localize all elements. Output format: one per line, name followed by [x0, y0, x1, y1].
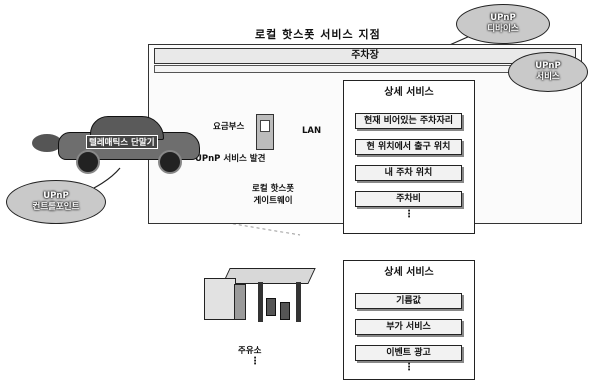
service-bottom-item-fuel-price[interactable]: 기름값	[355, 293, 462, 309]
gas-station-icon	[196, 268, 316, 330]
control-bubble-line2: 컨트롤포인트	[32, 202, 80, 212]
device-bubble-line2: 디바이스	[487, 24, 519, 34]
control-bubble-line1: UPnP	[43, 191, 69, 201]
gateway-label-line2: 게이트웨이	[253, 196, 293, 206]
service-top-item-fee[interactable]: 주차비	[355, 191, 462, 207]
service-top-item-empty-spot[interactable]: 현재 비어있는 주차자리	[355, 113, 462, 129]
diagram-title: 로컬 핫스폿 서비스 지점	[255, 28, 381, 41]
service-top-header: 상세 서비스	[384, 87, 434, 98]
service-bottom-item-extra-service[interactable]: 부가 서비스	[355, 319, 462, 335]
device-bubble-line1: UPnP	[490, 13, 516, 23]
service-box-top: 상세 서비스 현재 비어있는 주차자리 현 위치에서 출구 위치 내 주차 위치…	[343, 80, 475, 234]
service-bottom-dots: ⋮	[404, 362, 414, 373]
upnp-service-bubble: UPnP 서비스	[508, 52, 588, 92]
service-top-item-my-spot[interactable]: 내 주차 위치	[355, 165, 462, 181]
service-bottom-item-event-ad[interactable]: 이벤트 광고	[355, 345, 462, 361]
upnp-device-bubble: UPnP 디바이스	[456, 4, 550, 44]
service-top-item-exit-route[interactable]: 현 위치에서 출구 위치	[355, 139, 462, 155]
discovery-label: UPnP 서비스 발견	[195, 154, 266, 164]
gas-station-label: 주유소	[238, 346, 262, 356]
parking-header: 주차장	[154, 48, 576, 64]
service-box-bottom: 상세 서비스 기름값 부가 서비스 이벤트 광고 ⋮	[343, 260, 475, 380]
service-bubble-line2: 서비스	[536, 72, 560, 82]
gas-station-dots: ⋮	[250, 356, 260, 367]
upnp-control-point-bubble: UPnP 컨트롤포인트	[6, 180, 106, 224]
gateway-label: 로컬 핫스폿 게이트웨이	[252, 183, 294, 207]
car-label: 텔레매틱스 단말기	[86, 135, 158, 149]
service-bubble-line1: UPnP	[535, 61, 561, 71]
service-bottom-header: 상세 서비스	[384, 267, 434, 278]
lan-label: LAN	[302, 126, 322, 136]
booth-label: 요금부스	[213, 122, 245, 132]
service-top-dots: ⋮	[404, 209, 414, 220]
booth-icon	[256, 114, 274, 150]
gateway-label-line1: 로컬 핫스폿	[252, 184, 295, 194]
